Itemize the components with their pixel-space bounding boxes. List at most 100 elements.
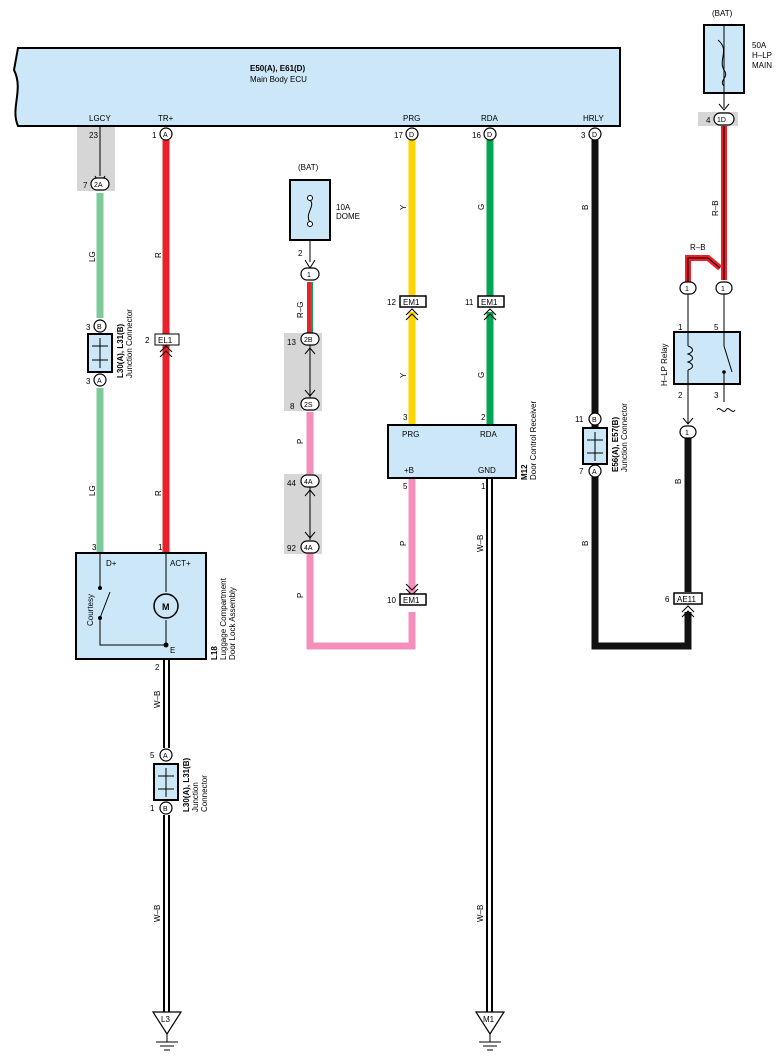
svg-text:1: 1: [685, 286, 689, 293]
pin-2b: 13: [287, 338, 296, 347]
conn-tr: A: [163, 132, 168, 139]
svg-text:PRG: PRG: [402, 430, 419, 439]
svg-text:1: 1: [150, 804, 155, 813]
svg-text:5: 5: [150, 751, 155, 760]
svg-text:+B: +B: [404, 466, 414, 475]
wire-label-rb-1: R–B: [711, 200, 720, 216]
svg-text:1: 1: [685, 430, 689, 437]
svg-text:DOME: DOME: [336, 212, 360, 221]
wire-label-y-1: Y: [399, 204, 408, 210]
receiver-name: Door Control Receiver: [529, 401, 538, 480]
svg-text:12: 12: [387, 298, 396, 307]
svg-text:B: B: [163, 806, 168, 813]
svg-text:M1: M1: [483, 1015, 495, 1024]
ecu-name: Main Body ECU: [250, 75, 307, 84]
hlp-relay: 1 1 1 5 2 3 1 H–LP Relay: [660, 281, 741, 439]
wire-rb: [685, 126, 727, 282]
jc-left-ref: L30(A), L31(B): [116, 323, 125, 378]
wire-label-rg: R–G: [296, 302, 305, 318]
svg-text:D+: D+: [106, 559, 117, 568]
wire-label-rb-2: R–B: [690, 243, 706, 252]
svg-text:EM1: EM1: [403, 298, 420, 307]
junction-2s: 2S: [304, 402, 313, 409]
wire-label-b-2: B: [581, 541, 590, 546]
connector-em1-rda: 11 EM1: [465, 295, 505, 321]
wire-label-lg-2: LG: [88, 485, 97, 496]
wire-label-wb-2: W–B: [153, 905, 162, 922]
wire-wb-left: [163, 655, 170, 1012]
svg-text:EL1: EL1: [158, 336, 173, 345]
wire-label-wb-3: W–B: [476, 535, 485, 552]
pin-lgcy: 23: [89, 131, 98, 140]
svg-text:ACT+: ACT+: [170, 559, 191, 568]
svg-text:2: 2: [678, 391, 683, 400]
svg-text:1: 1: [481, 482, 486, 491]
junction-2a: 2A: [94, 182, 103, 189]
svg-text:3: 3: [403, 413, 408, 422]
junction-1d: 1D: [717, 117, 726, 124]
svg-text:B: B: [97, 324, 102, 331]
svg-text:2: 2: [481, 413, 486, 422]
conn-rda: D: [487, 132, 492, 139]
svg-text:EM1: EM1: [481, 298, 498, 307]
svg-text:A: A: [97, 378, 102, 385]
svg-text:(BAT): (BAT): [712, 9, 733, 18]
svg-text:5: 5: [714, 323, 719, 332]
wire-rg: [307, 282, 313, 333]
wire-label-y-2: Y: [399, 372, 408, 378]
conn-hrly: D: [592, 132, 597, 139]
svg-text:2: 2: [145, 336, 150, 345]
junction-1: 1: [307, 272, 311, 279]
wire-label-p-1: P: [296, 439, 305, 444]
pin-2s: 8: [290, 402, 295, 411]
relay-name: H–LP Relay: [660, 343, 669, 386]
wire-label-g-1: G: [477, 204, 486, 210]
svg-text:2: 2: [155, 663, 160, 672]
svg-text:5: 5: [403, 482, 408, 491]
svg-text:7: 7: [579, 467, 584, 476]
svg-text:H–LP: H–LP: [752, 51, 772, 60]
motor-icon: M: [162, 602, 170, 612]
junction-connector-left-2: 5 A 1 B L30(A), L31(B) Junction Connecto…: [150, 748, 209, 815]
svg-text:A: A: [592, 469, 597, 476]
pin-4a-bottom: 92: [287, 544, 296, 553]
lock-name-2: Door Lock Assembly: [228, 587, 237, 660]
door-control-receiver: 3 2 PRG RDA +B GND 5 1 M12 Door Control …: [387, 401, 538, 491]
jc-left2-ref: L30(A), L31(B): [182, 757, 191, 812]
ground-m1: M1: [474, 1011, 506, 1051]
wire-wb-right: [486, 478, 493, 1012]
wire-label-p-3: P: [399, 541, 408, 546]
svg-text:EM1: EM1: [403, 596, 420, 605]
pin-prg: 17: [394, 131, 403, 140]
connector-em1-b: 10 EM1: [387, 583, 427, 606]
jc-right-name: Junction Connector: [620, 403, 629, 472]
svg-text:3: 3: [86, 377, 91, 386]
svg-text:E: E: [170, 646, 175, 655]
ground-l3: L3: [151, 1011, 183, 1051]
svg-text:L3: L3: [161, 1015, 170, 1024]
wire-label-b-3: B: [674, 479, 683, 484]
junction-connector-left: B 3 A 3 L30(A), L31(B) Junction Connecto…: [86, 309, 134, 387]
pin-j1: 2: [298, 249, 303, 258]
svg-text:AE11: AE11: [677, 595, 697, 604]
wire-b-hrly: [591, 140, 692, 650]
door-lock-assembly: 3 1 D+ ACT+ E Courtesy M 2 L18 Luggage C…: [75, 543, 237, 672]
svg-text:6: 6: [665, 595, 670, 604]
svg-text:3: 3: [714, 391, 719, 400]
terminal-hrly: HRLY: [583, 114, 604, 123]
svg-text:1: 1: [721, 286, 725, 293]
jc-right-ref: E56(A), E57(B): [611, 417, 620, 472]
terminal-rda: RDA: [481, 114, 499, 123]
wire-label-b-1: B: [581, 205, 590, 210]
svg-text:3: 3: [92, 543, 97, 552]
terminal-tr: TR+: [158, 114, 174, 123]
pin-rda: 16: [472, 131, 481, 140]
wire-label-g-2: G: [477, 372, 486, 378]
junction-2b: 2B: [304, 337, 313, 344]
terminal-lgcy: LGCY: [89, 114, 111, 123]
main-body-ecu: E50(A), E61(D) Main Body ECU: [12, 47, 621, 127]
svg-text:GND: GND: [478, 466, 496, 475]
pin-1d: 4: [706, 116, 711, 125]
lock-ref: L18: [210, 646, 219, 660]
